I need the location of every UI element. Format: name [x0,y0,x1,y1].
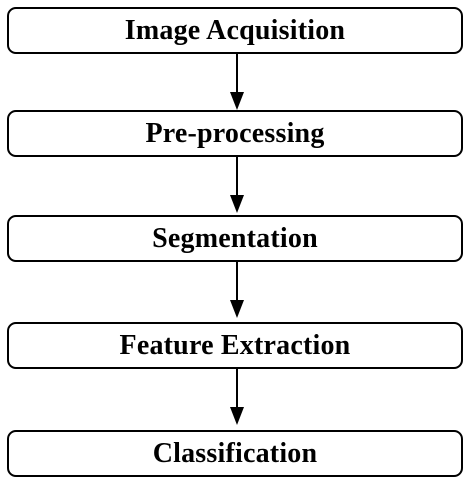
arrow-down-icon [230,54,244,110]
arrow-down-icon [230,262,244,318]
step-label: Classification [152,437,318,469]
step-label: Segmentation [152,222,318,254]
step-segmentation: Segmentation [7,215,463,262]
arrow-down-icon [230,157,244,213]
step-pre-processing: Pre-processing [7,110,463,157]
step-label: Image Acquisition [124,14,346,46]
arrow-down-icon [230,369,244,425]
step-label: Pre-processing [145,117,325,149]
step-feature-extraction: Feature Extraction [7,322,463,369]
step-image-acquisition: Image Acquisition [7,7,463,54]
step-classification: Classification [7,430,463,477]
step-label: Feature Extraction [119,329,351,361]
